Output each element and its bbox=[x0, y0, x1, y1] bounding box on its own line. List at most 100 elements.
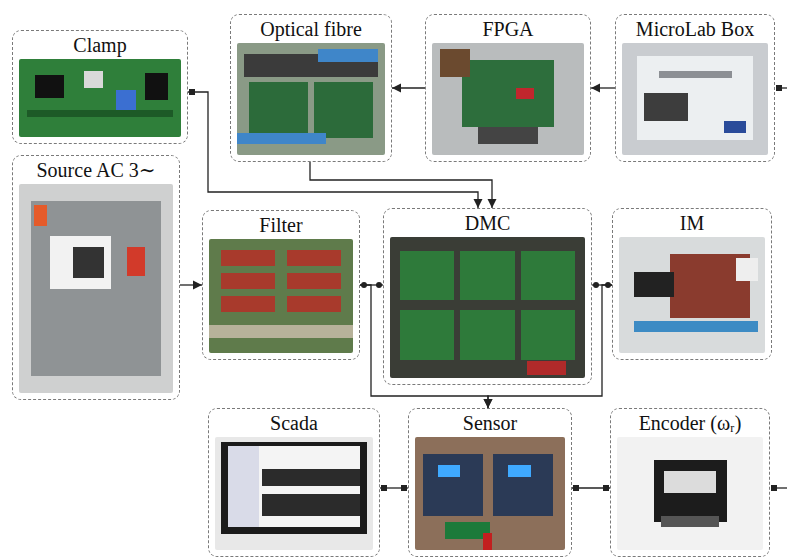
photo-detail bbox=[736, 258, 758, 281]
photo-illustration bbox=[432, 43, 584, 155]
photo-detail bbox=[287, 296, 342, 312]
photo-detail bbox=[521, 251, 576, 300]
photo-detail bbox=[508, 465, 531, 476]
arrow-head bbox=[193, 281, 202, 290]
photo-detail bbox=[440, 49, 470, 77]
box-title: Clamp bbox=[13, 33, 187, 57]
photo-illustration bbox=[237, 43, 385, 155]
photo-detail bbox=[724, 121, 746, 132]
photo-detail bbox=[145, 73, 168, 100]
photo-detail bbox=[287, 250, 342, 266]
photo-box: DMC bbox=[383, 208, 592, 385]
connector bbox=[380, 485, 408, 491]
terminal-square bbox=[189, 89, 195, 95]
photo-detail bbox=[493, 454, 553, 516]
photo-illustration bbox=[19, 59, 181, 137]
photo-box: FPGA bbox=[425, 14, 591, 162]
photo-detail bbox=[228, 446, 260, 527]
terminal-square bbox=[771, 485, 777, 491]
photo-detail bbox=[116, 90, 135, 110]
photo-detail bbox=[644, 93, 688, 121]
arrow-head bbox=[591, 84, 600, 93]
box-title: Optical fibre bbox=[231, 17, 391, 41]
photo-detail bbox=[34, 205, 46, 226]
photo-box: Clamp bbox=[12, 30, 188, 144]
photo-box: Encoder (ωᵣ) bbox=[610, 408, 770, 557]
arrow-head bbox=[392, 84, 401, 93]
photo-detail bbox=[659, 71, 732, 78]
photo-illustration bbox=[617, 437, 763, 550]
photo-detail bbox=[35, 75, 64, 98]
photo-detail bbox=[634, 321, 758, 333]
photo-illustration bbox=[209, 239, 353, 353]
photo-detail bbox=[527, 361, 566, 375]
terminal-square bbox=[776, 85, 782, 91]
box-title: Filter bbox=[203, 213, 359, 237]
photo-detail bbox=[400, 310, 455, 359]
photo-detail bbox=[314, 82, 373, 138]
photo-detail bbox=[249, 82, 308, 138]
photo-illustration bbox=[619, 237, 765, 353]
photo-detail bbox=[127, 247, 145, 276]
terminal-square bbox=[603, 485, 609, 491]
photo-detail bbox=[423, 454, 483, 516]
photo-detail bbox=[84, 71, 103, 88]
connector bbox=[572, 485, 610, 491]
arrow-head bbox=[474, 199, 483, 208]
terminal-square bbox=[381, 485, 387, 491]
terminal-square bbox=[401, 485, 407, 491]
connector-line bbox=[310, 162, 492, 208]
photo-detail bbox=[516, 88, 534, 99]
photo-detail bbox=[483, 533, 492, 550]
box-title: IM bbox=[613, 211, 771, 235]
connector bbox=[310, 162, 497, 208]
box-title: DMC bbox=[384, 211, 591, 235]
photo-detail bbox=[27, 110, 173, 118]
photo-detail bbox=[460, 251, 515, 300]
photo-box: MicroLab Box bbox=[615, 14, 775, 162]
box-title: Source AC 3∼ bbox=[13, 158, 179, 182]
arrow-head bbox=[484, 399, 493, 408]
photo-detail bbox=[221, 273, 276, 289]
photo-box: Source AC 3∼ bbox=[12, 155, 180, 400]
photo-box: Optical fibre bbox=[230, 14, 392, 162]
connector bbox=[392, 84, 425, 93]
terminal-square bbox=[573, 485, 579, 491]
photo-box: Filter bbox=[202, 210, 360, 360]
photo-detail bbox=[262, 469, 360, 486]
photo-detail bbox=[462, 60, 553, 127]
connector bbox=[591, 84, 615, 93]
photo-illustration bbox=[215, 437, 373, 550]
photo-detail bbox=[521, 310, 576, 359]
photo-box: Scada bbox=[208, 408, 380, 557]
photo-illustration bbox=[415, 437, 565, 550]
off-page-wire bbox=[776, 487, 787, 488]
photo-detail bbox=[478, 127, 539, 144]
photo-box: IM bbox=[612, 208, 772, 360]
photo-detail bbox=[209, 325, 353, 339]
photo-detail bbox=[262, 494, 360, 517]
connector bbox=[180, 281, 202, 290]
box-title: Encoder (ωᵣ) bbox=[611, 411, 769, 435]
photo-detail bbox=[221, 296, 276, 312]
photo-illustration bbox=[390, 237, 585, 378]
photo-detail bbox=[287, 273, 342, 289]
arrow-head bbox=[484, 399, 493, 408]
box-title: Sensor bbox=[409, 411, 571, 435]
box-title: MicroLab Box bbox=[616, 17, 774, 41]
photo-detail bbox=[221, 250, 276, 266]
junction-dot bbox=[593, 282, 599, 288]
photo-detail bbox=[237, 133, 326, 144]
photo-detail bbox=[318, 49, 377, 62]
photo-illustration bbox=[19, 184, 173, 393]
junction-dot bbox=[376, 282, 382, 288]
box-title: FPGA bbox=[426, 17, 590, 41]
photo-detail bbox=[664, 471, 717, 494]
photo-detail bbox=[661, 516, 719, 527]
photo-detail bbox=[73, 247, 104, 278]
photo-detail bbox=[460, 310, 515, 359]
photo-detail bbox=[634, 272, 675, 298]
photo-box: Sensor bbox=[408, 408, 572, 557]
photo-detail bbox=[438, 465, 461, 476]
photo-detail bbox=[400, 251, 455, 300]
